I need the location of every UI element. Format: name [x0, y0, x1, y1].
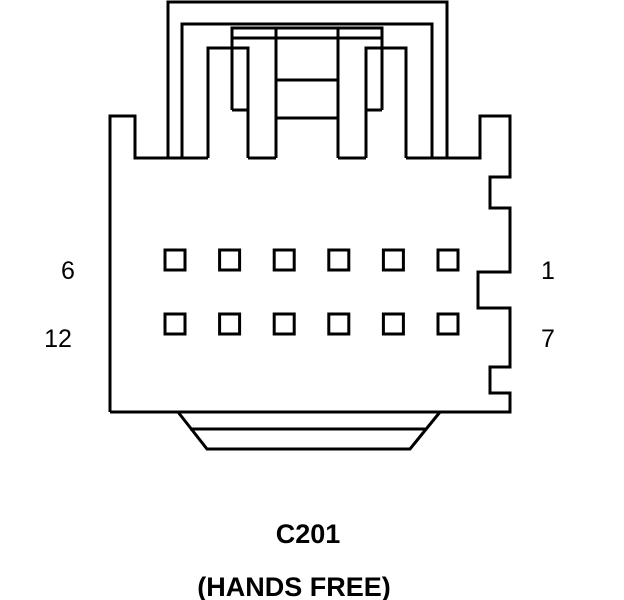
- pin-cavity-6: [163, 248, 187, 272]
- pin-cavity-10: [272, 312, 296, 336]
- pin-cavity-1: [436, 248, 460, 272]
- pin-label-1: 1: [541, 257, 555, 285]
- pin-cavity-5: [218, 248, 242, 272]
- connector-bottom-tab: [176, 411, 442, 451]
- pin-cavity-3: [327, 248, 351, 272]
- pin-label-12: 12: [44, 325, 72, 353]
- connector-body: [108, 114, 512, 414]
- connector-latch: [166, 0, 449, 158]
- pin-cavities: [163, 248, 460, 336]
- pin-label-6: 6: [61, 257, 75, 285]
- pin-cavity-12: [163, 312, 187, 336]
- pin-label-7: 7: [541, 325, 555, 353]
- connector-id: C201: [276, 519, 341, 549]
- pin-cavity-9: [327, 312, 351, 336]
- connector-name: (HANDS FREE): [197, 572, 391, 600]
- pin-cavity-4: [272, 248, 296, 272]
- pin-cavity-11: [218, 312, 242, 336]
- pin-cavity-2: [381, 248, 405, 272]
- pin-cavity-7: [436, 312, 460, 336]
- pin-cavity-8: [381, 312, 405, 336]
